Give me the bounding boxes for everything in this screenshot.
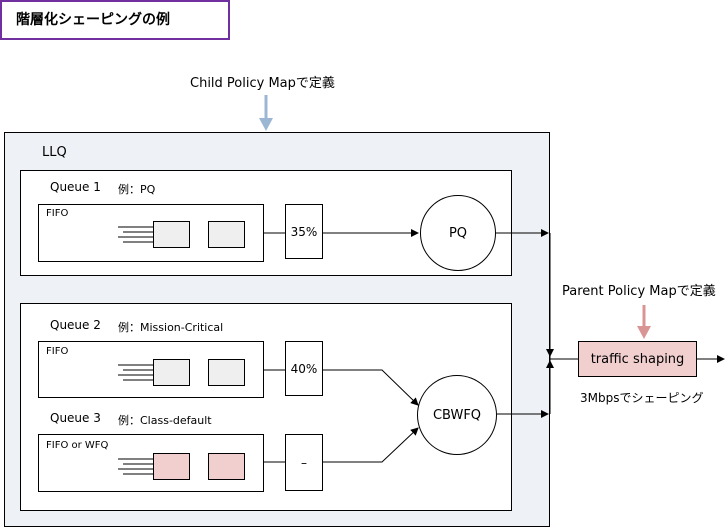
queue-3-name: Queue 3 [50, 411, 101, 425]
queue-3-fifo-label: FIFO or WFQ [46, 440, 109, 451]
queue-3-packet-1 [153, 453, 190, 480]
traffic-shaping-box: traffic shaping [578, 341, 697, 377]
llq-label: LLQ [42, 145, 67, 160]
queue-2-fifo-label: FIFO [46, 346, 69, 357]
child-policy-arrow [259, 95, 273, 131]
queue-1-fifo-label: FIFO [46, 208, 69, 219]
diagram-title: 階層化シェーピングの例 [0, 0, 230, 40]
pq-scheduler: PQ [420, 195, 496, 271]
queue-1-name: Queue 1 [50, 180, 101, 194]
queue-2-packet-2 [208, 359, 245, 386]
child-policy-map-label: Child Policy Mapで定義 [190, 76, 335, 91]
queue-2-example: 例：Mission-Critical [118, 321, 224, 334]
queue-3-example: 例：Class-default [118, 414, 212, 427]
queue-2-input-lines [118, 364, 153, 381]
queue-2-name: Queue 2 [50, 318, 101, 332]
parent-policy-arrow [637, 305, 651, 339]
queue-1-packet-1 [153, 221, 190, 248]
queue-2-to-cbwfq [323, 369, 419, 406]
queue-3-to-cbwfq [323, 427, 419, 463]
queue-2-percent: 40% [285, 341, 323, 396]
shaping-rate-note: 3Mbpsでシェーピング [580, 391, 704, 405]
queue-3-percent: – [285, 434, 323, 491]
parent-policy-map-label: Parent Policy Mapで定義 [562, 284, 716, 299]
queue-1-input-lines [118, 226, 153, 243]
queue-1-percent: 35% [285, 204, 323, 259]
queue-1-example: 例：PQ [118, 183, 156, 196]
queue-2-packet-1 [153, 359, 190, 386]
queue-3-input-lines [118, 458, 153, 475]
cbwfq-scheduler: CBWFQ [417, 375, 497, 455]
queue-3-packet-2 [208, 453, 245, 480]
queue-1-packet-2 [208, 221, 245, 248]
